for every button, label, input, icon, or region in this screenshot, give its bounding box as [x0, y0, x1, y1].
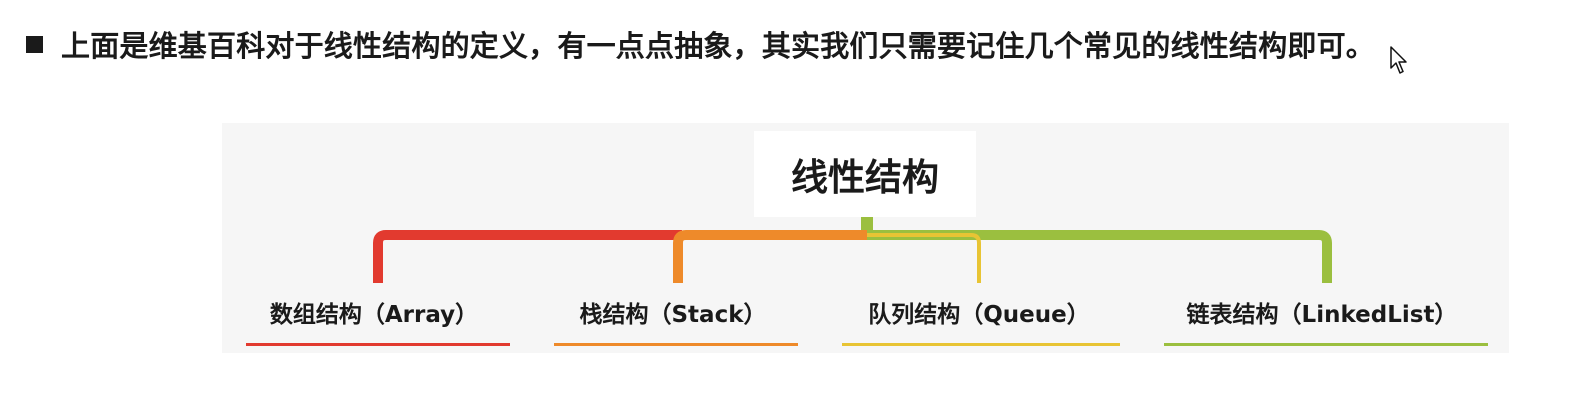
branch-line-stack: [673, 230, 867, 283]
branch-line-array: [373, 230, 682, 283]
leaf-label-linkedlist: 链表结构（LinkedList）: [1186, 302, 1458, 328]
root-node: 线性结构: [754, 131, 976, 217]
branch-line-linkedlist: [867, 230, 1332, 283]
underline-array: [246, 343, 510, 346]
underline-queue: [842, 343, 1120, 346]
underline-linkedlist: [1164, 343, 1488, 346]
underline-stack: [554, 343, 798, 346]
bullet-square-icon: [26, 35, 43, 53]
branch-line-queue: [867, 233, 981, 283]
mouse-cursor-icon: [1390, 46, 1407, 74]
leaf-label-array: 数组结构（Array）: [269, 302, 479, 328]
leaf-label-queue: 队列结构（Queue）: [868, 302, 1090, 328]
leaf-label-stack: 栈结构（Stack）: [579, 302, 767, 328]
bullet-line: 上面是维基百科对于线性结构的定义，有一点点抽象，其实我们只需要记住几个常见的线性…: [26, 22, 1375, 66]
connector-lines: [373, 217, 1332, 283]
bullet-text: 上面是维基百科对于线性结构的定义，有一点点抽象，其实我们只需要记住几个常见的线性…: [61, 29, 1376, 63]
root-label: 线性结构: [791, 156, 939, 199]
linear-structure-diagram: 线性结构 数组结构（Array） 栈结构（Stack） 队列结构（Queue） …: [222, 123, 1509, 353]
